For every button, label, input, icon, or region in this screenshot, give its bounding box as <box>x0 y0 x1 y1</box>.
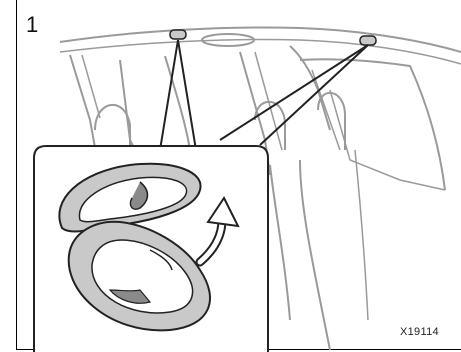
rear-window <box>300 59 445 190</box>
step-number: 1 <box>26 14 38 36</box>
figure-code: X19114 <box>400 326 439 338</box>
grip-location-rear <box>360 36 376 45</box>
rear-seat-back <box>300 160 330 350</box>
grip-location-front <box>170 30 186 39</box>
